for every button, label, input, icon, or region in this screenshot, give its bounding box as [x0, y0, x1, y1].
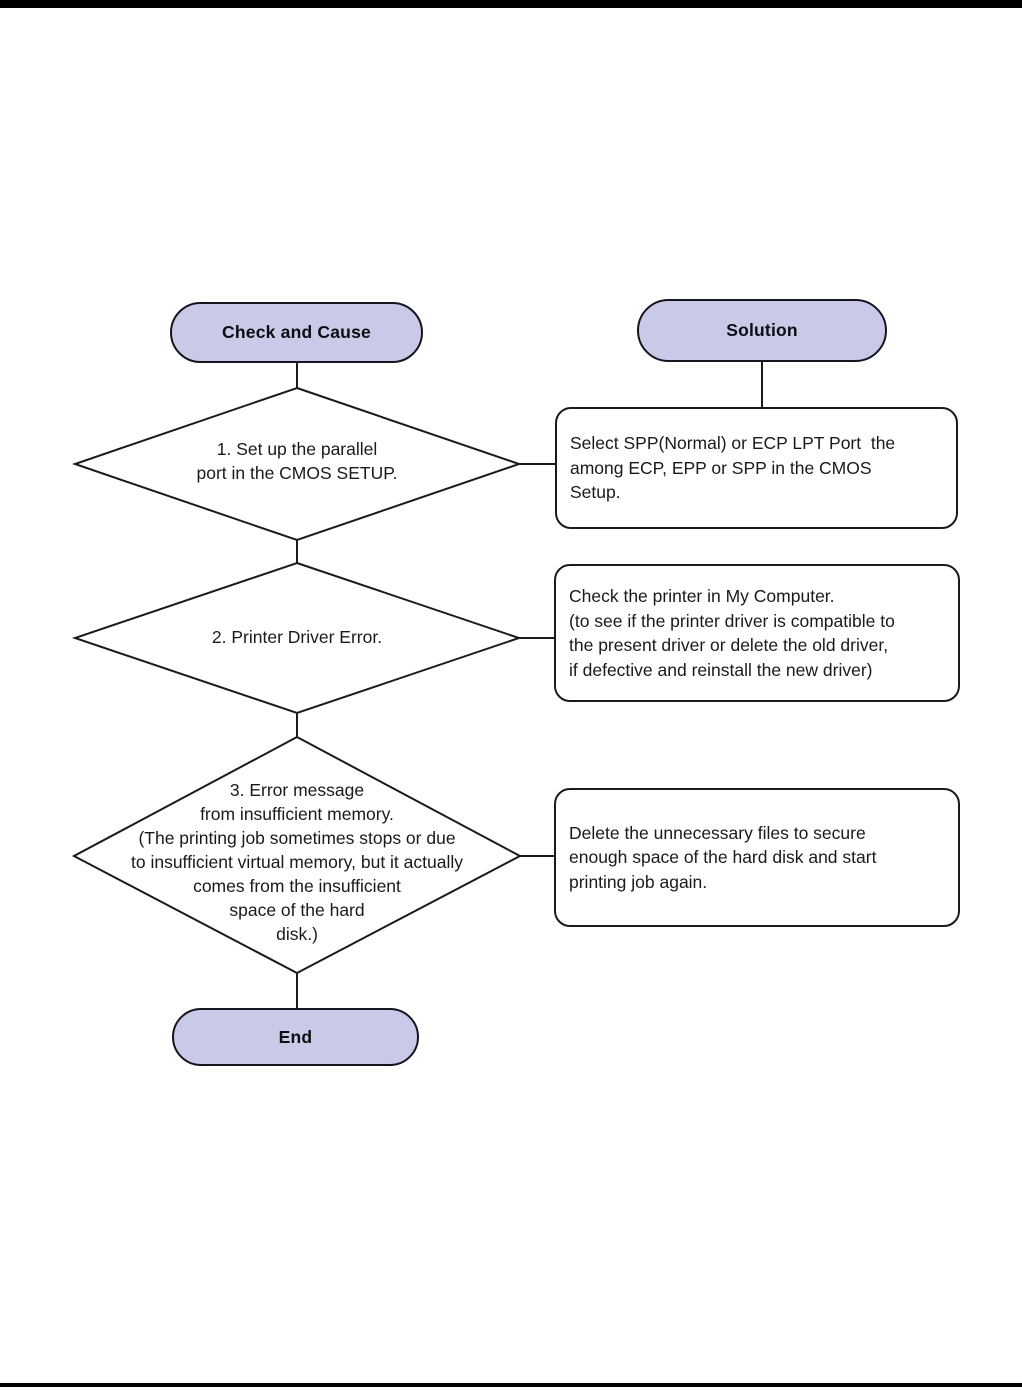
- header-node-solution: Solution: [637, 299, 887, 362]
- solution-box-2: Check the printer in My Computer. (to se…: [554, 564, 960, 702]
- cause-3-text: 3. Error message from insufficient memor…: [131, 780, 463, 944]
- cause-1-text: 1. Set up the parallel port in the CMOS …: [196, 439, 398, 483]
- cause-diamond-2: [71, 561, 523, 715]
- solution-box-3: Delete the unnecessary files to secure e…: [554, 788, 960, 927]
- end-label: End: [278, 1026, 313, 1047]
- end-node: End: [172, 1008, 419, 1066]
- cause-diamond-1: [71, 386, 523, 542]
- solution-2-text: Check the printer in My Computer. (to se…: [569, 586, 895, 680]
- cause-2-text: 2. Printer Driver Error.: [211, 627, 383, 647]
- header-node-check-and-cause: Check and Cause: [170, 302, 423, 363]
- cause-diamond-3: [71, 735, 523, 975]
- solution-box-1: Select SPP(Normal) or ECP LPT Port the a…: [555, 407, 958, 529]
- check-and-cause-label: Check and Cause: [222, 322, 371, 342]
- solution-3-text: Delete the unnecessary files to secure e…: [569, 822, 877, 892]
- solution-1-text: Select SPP(Normal) or ECP LPT Port the a…: [570, 433, 896, 503]
- solution-label: Solution: [726, 320, 798, 340]
- page-bottom-rule: [0, 1383, 1022, 1387]
- page-top-rule: [0, 0, 1022, 8]
